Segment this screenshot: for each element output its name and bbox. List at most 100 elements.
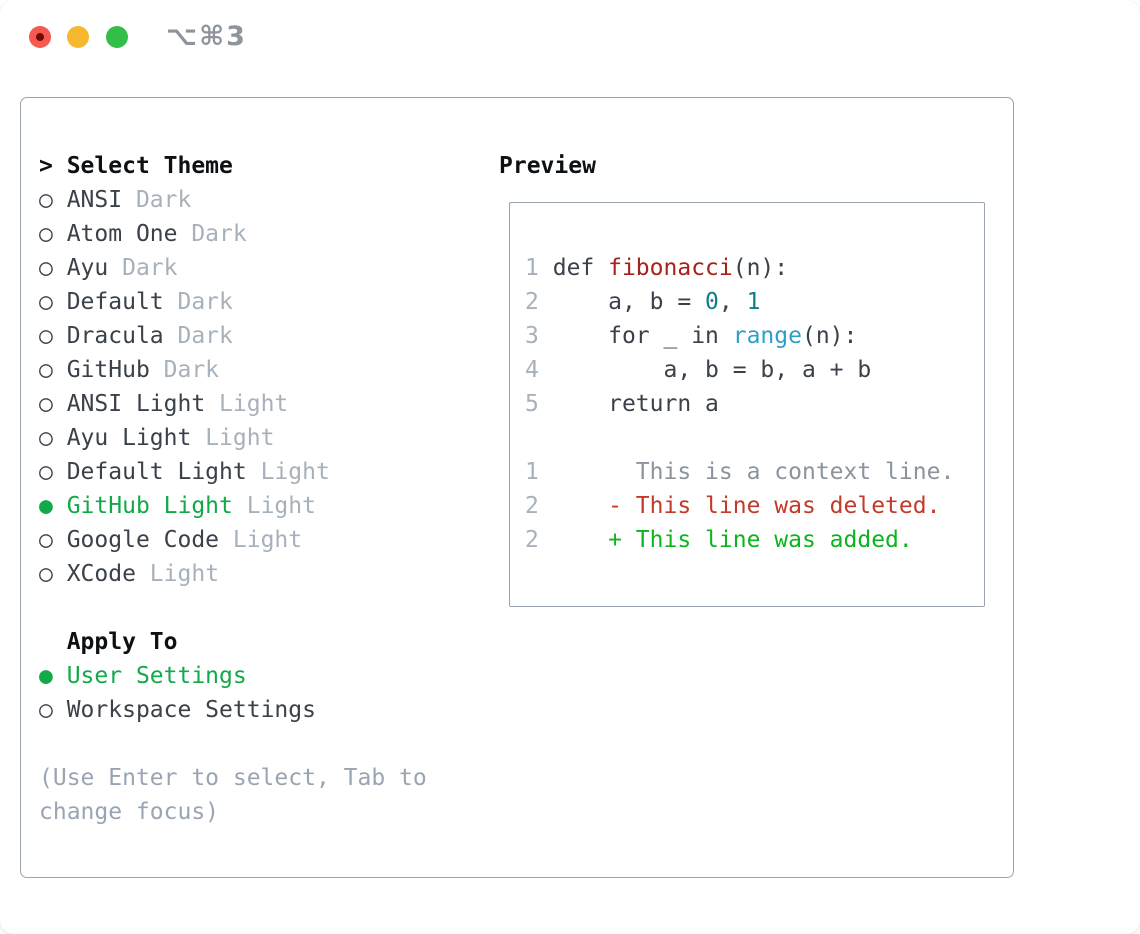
radio-icon: ○ — [39, 697, 53, 723]
close-button[interactable] — [29, 26, 51, 48]
theme-option-google-code[interactable]: ○ Google Code Light — [39, 523, 427, 557]
theme-variant: Dark — [163, 289, 233, 315]
line-number: 3 — [525, 323, 539, 349]
radio-icon: ○ — [39, 289, 53, 315]
apply-to-header: Apply To — [39, 625, 427, 659]
apply-option-label: Workspace Settings — [52, 697, 316, 723]
code-token: a, b = b, a + b — [552, 357, 872, 383]
apply-option-label: User Settings — [52, 663, 247, 689]
spacer — [525, 421, 954, 455]
theme-picker-panel: > Select Theme○ ANSI Dark○ Atom One Dark… — [20, 97, 1014, 878]
line-number: 2 — [525, 527, 539, 553]
radio-icon: ○ — [39, 527, 53, 553]
diff-line: 2 + This line was added. — [525, 523, 954, 557]
radio-icon: ○ — [39, 255, 53, 281]
code-line: 2 a, b = 0, 1 — [525, 285, 954, 319]
zoom-button[interactable] — [106, 26, 128, 48]
apply-option-user-settings[interactable]: ● User Settings — [39, 659, 427, 693]
code-token: range — [732, 323, 802, 349]
line-number: 5 — [525, 391, 539, 417]
apply-option-workspace-settings[interactable]: ○ Workspace Settings — [39, 693, 427, 727]
theme-option-github-light[interactable]: ● GitHub Light Light — [39, 489, 427, 523]
theme-option-dracula[interactable]: ○ Dracula Dark — [39, 319, 427, 353]
theme-variant: Dark — [108, 255, 178, 281]
code-token: def — [552, 255, 609, 281]
code-token: (n): — [732, 255, 789, 281]
cursor-icon: > — [39, 153, 53, 179]
apply-to-title: Apply To — [39, 629, 178, 655]
line-number: 1 — [525, 255, 539, 281]
radio-icon: ○ — [39, 323, 53, 349]
theme-name: GitHub — [52, 357, 150, 383]
theme-option-xcode[interactable]: ○ XCode Light — [39, 557, 427, 591]
theme-option-ansi-light[interactable]: ○ ANSI Light Light — [39, 387, 427, 421]
theme-list-title: Select Theme — [52, 153, 233, 179]
theme-name: Default — [52, 289, 164, 315]
spacer — [39, 591, 427, 625]
code-line: 1 def fibonacci(n): — [525, 251, 954, 285]
code-token: return a — [552, 391, 719, 417]
theme-variant: Light — [135, 561, 220, 587]
code-token: - This line was deleted. — [552, 493, 941, 519]
code-token: 0 — [705, 289, 719, 315]
theme-name: GitHub Light — [52, 493, 233, 519]
radio-icon: ○ — [39, 357, 53, 383]
theme-name: Dracula — [52, 323, 164, 349]
diff-line: 1 This is a context line. — [525, 455, 954, 489]
code-line: 4 a, b = b, a + b — [525, 353, 954, 387]
radio-selected-icon: ● — [39, 663, 53, 689]
theme-option-github[interactable]: ○ GitHub Dark — [39, 353, 427, 387]
titlebar: ⌥⌘3 — [0, 0, 1140, 74]
radio-selected-icon: ● — [39, 493, 53, 519]
code-token: (n): — [801, 323, 858, 349]
radio-icon: ○ — [39, 187, 53, 213]
code-token: , — [718, 289, 747, 315]
theme-variant: Light — [246, 459, 330, 485]
code-token: + This line was added. — [552, 527, 913, 553]
theme-variant: Dark — [149, 357, 220, 383]
minimize-button[interactable] — [67, 26, 89, 48]
theme-variant: Dark — [177, 221, 247, 247]
theme-variant: Dark — [122, 187, 192, 213]
theme-name: Default Light — [52, 459, 247, 485]
theme-variant: Light — [219, 527, 303, 553]
diff-line: 2 - This line was deleted. — [525, 489, 954, 523]
help-text: change focus) — [39, 795, 427, 829]
theme-variant: Dark — [163, 323, 233, 349]
theme-variant: Light — [205, 391, 289, 417]
theme-name: XCode — [52, 561, 136, 587]
theme-option-ansi[interactable]: ○ ANSI Dark — [39, 183, 427, 217]
radio-icon: ○ — [39, 459, 53, 485]
theme-variant: Light — [191, 425, 275, 451]
code-token: This is a context line. — [552, 459, 955, 485]
theme-name: ANSI Light — [52, 391, 206, 417]
theme-name: Google Code — [52, 527, 220, 553]
theme-option-atom-one[interactable]: ○ Atom One Dark — [39, 217, 427, 251]
preview-header: Preview — [499, 153, 596, 179]
theme-name: ANSI — [52, 187, 123, 213]
theme-option-ayu-light[interactable]: ○ Ayu Light Light — [39, 421, 427, 455]
theme-name: Atom One — [52, 221, 178, 247]
help-text: (Use Enter to select, Tab to — [39, 761, 427, 795]
line-number: 4 — [525, 357, 539, 383]
theme-option-default-light[interactable]: ○ Default Light Light — [39, 455, 427, 489]
line-number: 1 — [525, 459, 539, 485]
help-text-line: (Use Enter to select, Tab to — [39, 765, 427, 791]
help-text-line: change focus) — [39, 799, 220, 825]
theme-selector-column: > Select Theme○ ANSI Dark○ Atom One Dark… — [39, 149, 427, 829]
code-token: for _ in — [552, 323, 733, 349]
code-token: fibonacci — [608, 255, 733, 281]
radio-icon: ○ — [39, 425, 53, 451]
spacer — [39, 727, 427, 761]
theme-list-header: > Select Theme — [39, 149, 427, 183]
line-number: 2 — [525, 493, 539, 519]
theme-name: Ayu Light — [52, 425, 192, 451]
theme-option-ayu[interactable]: ○ Ayu Dark — [39, 251, 427, 285]
theme-option-default[interactable]: ○ Default Dark — [39, 285, 427, 319]
radio-icon: ○ — [39, 391, 53, 417]
code-token: a, b = — [552, 289, 706, 315]
radio-icon: ○ — [39, 221, 53, 247]
theme-name: Ayu — [52, 255, 109, 281]
